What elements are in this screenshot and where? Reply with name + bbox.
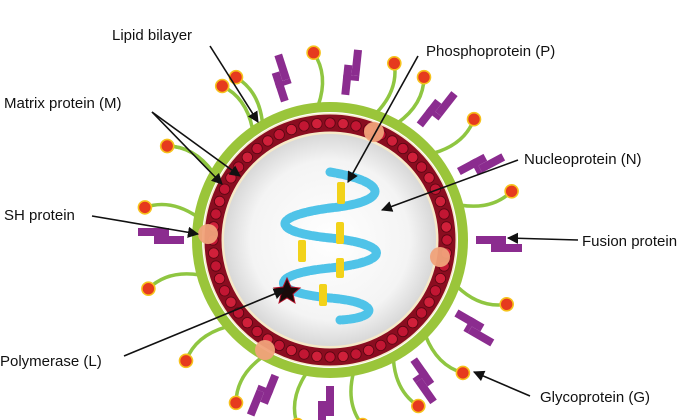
matrix-bead [386, 333, 398, 345]
leader-lines [91, 45, 579, 397]
glycoprotein-head [141, 281, 156, 297]
matrix-bead [386, 135, 398, 147]
glycoprotein-stalk [423, 334, 464, 375]
glycoprotein-head [228, 395, 244, 411]
matrix-bead [397, 325, 409, 338]
label-glycoprotein: Glycoprotein (G) [540, 389, 650, 406]
nucleoprotein-helix [279, 167, 381, 325]
matrix-bead [375, 339, 387, 351]
matrix-bead [214, 272, 226, 285]
label-sh-protein: SH protein [4, 207, 75, 224]
glycoprotein-head [499, 296, 515, 312]
matrix-bead [298, 348, 310, 360]
glycoprotein-stalk [312, 51, 325, 107]
matrix-bead [219, 183, 231, 195]
matrix-bead [241, 317, 253, 329]
matrix-bead [298, 120, 310, 132]
matrix-bead [429, 285, 441, 297]
fusion-protein [416, 91, 458, 128]
fusion-protein [318, 386, 334, 420]
glycoprotein-head [466, 111, 482, 127]
matrix-bead [210, 260, 222, 272]
matrix-bead [262, 135, 274, 147]
glycoprotein-stalk [396, 77, 426, 125]
glycoprotein-stalk [455, 284, 507, 307]
matrix-bead [397, 142, 409, 155]
matrix-bead [232, 161, 245, 173]
surface-spikes [137, 45, 522, 420]
matrix-bead [219, 285, 231, 297]
matrix-bead [225, 296, 237, 308]
glycoprotein-stalk [432, 118, 476, 155]
matrix-bead [407, 151, 419, 163]
glycoprotein-head [410, 398, 426, 414]
matrix-bead [350, 120, 362, 132]
matrix-bead [225, 172, 237, 184]
glycoprotein-head [504, 184, 519, 199]
matrix-bead [208, 247, 220, 259]
glycoprotein-head [306, 45, 321, 61]
glycoprotein-stalk [349, 372, 362, 420]
matrix-bead [311, 350, 323, 362]
glycoprotein-stalk [374, 63, 397, 115]
matrix-bead [324, 117, 336, 129]
glycoprotein-head [455, 365, 471, 381]
fusion-protein [271, 53, 292, 103]
matrix-bead [337, 118, 349, 130]
glycoprotein-head [159, 138, 175, 154]
matrix-bead [285, 344, 297, 356]
fusion-protein [476, 236, 522, 252]
glycoprotein-head [178, 353, 194, 369]
glycoprotein-head [416, 69, 432, 85]
label-phosphoprotein: Phosphoprotein (P) [426, 43, 555, 60]
matrix-bead [350, 348, 362, 360]
matrix-bead [415, 161, 428, 173]
matrix-bead [273, 339, 285, 351]
glycoprotein-stalk [147, 272, 200, 290]
fusion-protein [246, 373, 280, 417]
glycoprotein-stalk [460, 190, 513, 208]
phosphoprotein-bars [298, 182, 345, 306]
matrix-bead [441, 234, 453, 246]
fusion-protein [456, 153, 506, 176]
glycoprotein-head [137, 200, 153, 215]
matrix-bead [241, 151, 253, 163]
label-polymerase: Polymerase (L) [0, 353, 102, 370]
glycoprotein-stalk [184, 325, 228, 362]
matrix-bead [423, 172, 435, 184]
matrix-bead [214, 195, 226, 207]
label-matrix-protein: Matrix protein (M) [4, 95, 122, 112]
matrix-bead [440, 221, 452, 233]
glycoprotein-stalk [144, 202, 199, 219]
label-nucleoprotein: Nucleoprotein (N) [524, 151, 642, 168]
matrix-bead [415, 307, 428, 319]
lipid-bilayer-ring [192, 102, 468, 378]
fusion-protein [341, 49, 363, 96]
glycoprotein-head [386, 55, 402, 71]
matrix-bead [285, 124, 297, 136]
fusion-protein [410, 357, 437, 405]
glycoprotein-head [214, 78, 230, 94]
matrix-bead [434, 195, 446, 207]
matrix-bead [362, 344, 375, 356]
matrix-bead [423, 296, 435, 308]
matrix-bead [273, 129, 285, 141]
matrix-bead [337, 350, 349, 362]
matrix-bead [438, 208, 450, 220]
fusion-protein [138, 228, 184, 244]
matrix-bead [324, 351, 336, 363]
matrix-bead [251, 325, 263, 338]
glycoprotein-stalk [292, 371, 309, 420]
matrix-bead [210, 208, 222, 220]
label-fusion-protein: Fusion protein [582, 233, 677, 250]
matrix-bead [434, 272, 446, 285]
label-lipid-bilayer: Lipid bilayer [112, 27, 192, 44]
matrix-bead [311, 118, 323, 130]
matrix-bead [407, 317, 419, 329]
glycoprotein-head [228, 69, 244, 85]
matrix-bead [251, 142, 263, 155]
fusion-protein [454, 309, 495, 347]
